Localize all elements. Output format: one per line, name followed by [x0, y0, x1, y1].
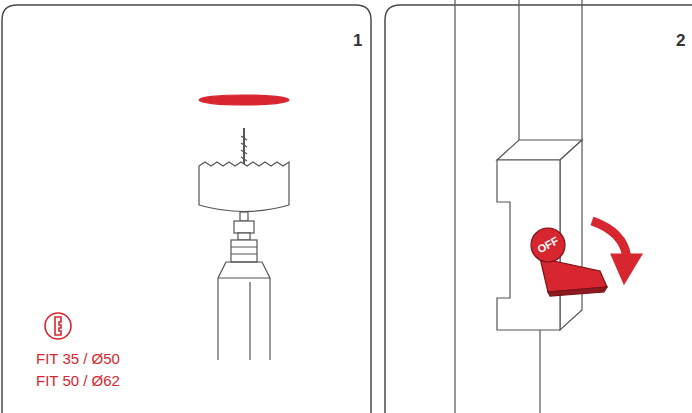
arbor [240, 212, 248, 221]
icon-ring [45, 313, 71, 339]
circuit-breaker [455, 0, 642, 413]
rail [518, 0, 519, 140]
lever-edge [548, 287, 607, 296]
drill-flute [241, 136, 247, 161]
chuck-ridge [231, 247, 257, 254]
step-panel: 2OFF [385, 5, 692, 413]
arbor-nut [234, 221, 254, 233]
cut-disc [199, 95, 289, 105]
rail [454, 0, 455, 413]
rail [581, 0, 582, 140]
drill-seam [249, 282, 250, 360]
lever-disc [531, 228, 565, 262]
size-note: FIT 50 / Ø62 [36, 372, 120, 389]
step-number: 1 [353, 31, 362, 51]
rail [539, 330, 540, 413]
drill-body [218, 262, 270, 360]
arbor-shank [238, 233, 250, 240]
breaker-side [560, 140, 582, 330]
switch-label: OFF [535, 234, 560, 255]
panel-frame [2, 5, 692, 413]
breaker-lever [540, 258, 607, 292]
hole-saw-drill [199, 95, 289, 360]
size-note: FIT 35 / Ø50 [36, 350, 120, 367]
pilot-drill [243, 128, 245, 168]
drill-chuck [231, 240, 257, 262]
breaker-front [497, 160, 560, 330]
icon-key [55, 317, 61, 335]
saw-cup [199, 162, 289, 212]
step-number: 2 [676, 31, 685, 51]
panel-border [2, 5, 371, 413]
step-panel: 1FIT 35 / Ø50FIT 50 / Ø62 [2, 5, 371, 413]
arrow-head [611, 254, 642, 284]
panel-border [385, 5, 692, 413]
hole-saw-icon [45, 313, 71, 339]
turn-arrow [592, 221, 627, 258]
